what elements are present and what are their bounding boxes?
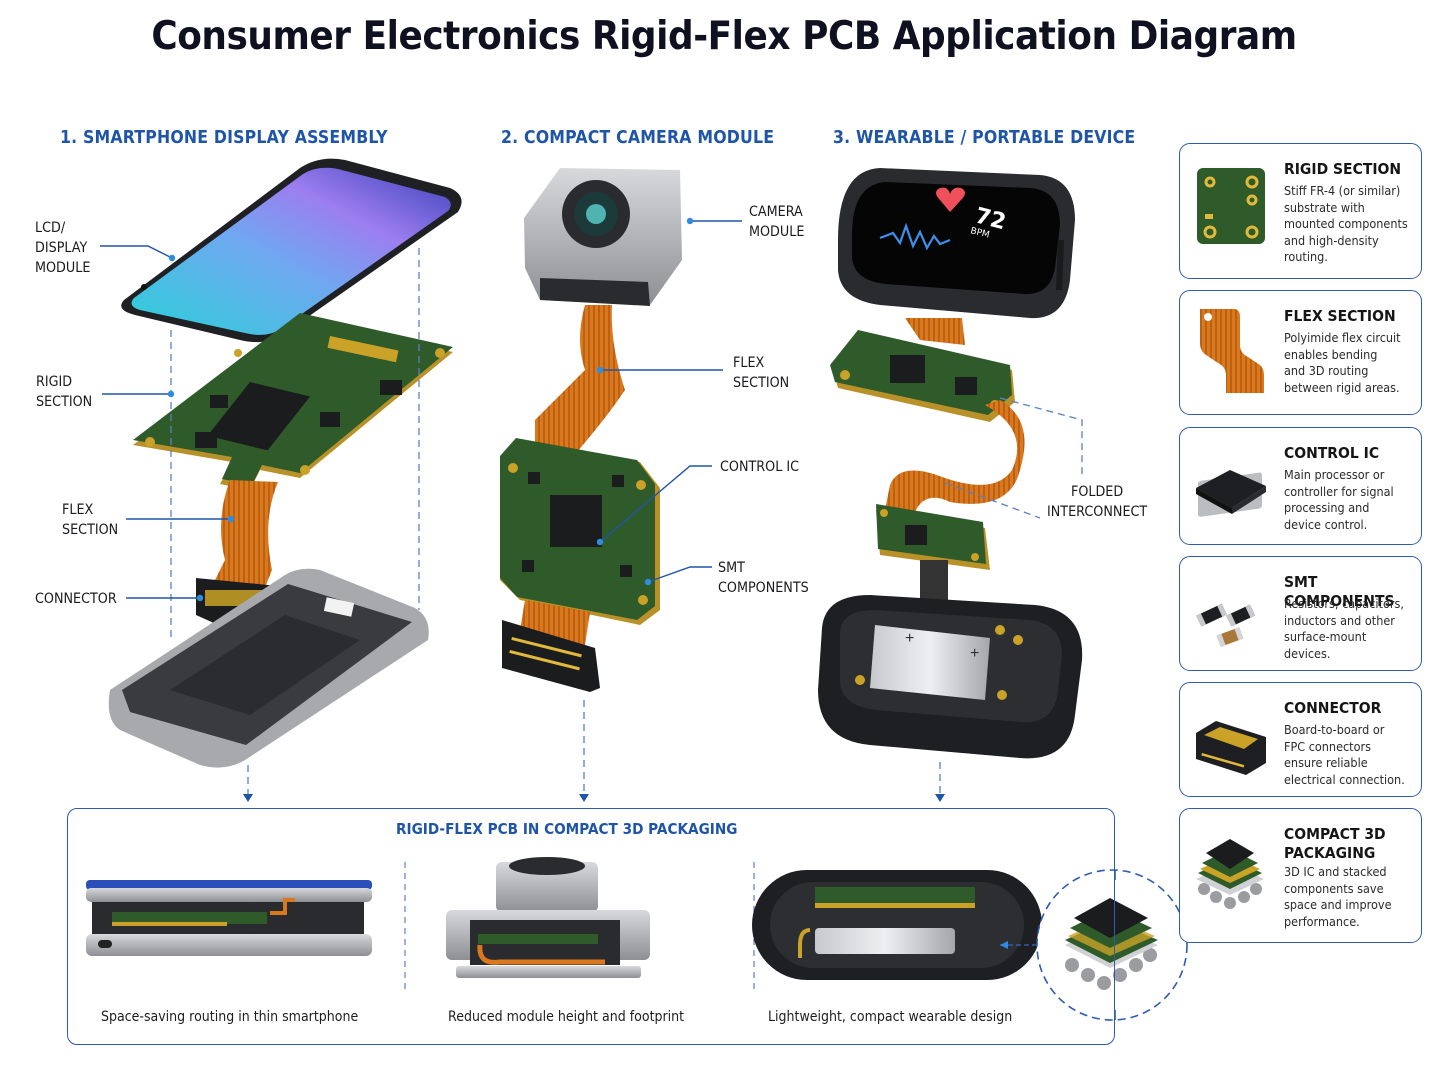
- legend-card-compact-3d-packaging: COMPACT 3D PACKAGING 3D IC and stacked c…: [1179, 808, 1422, 943]
- legend-card-connector: CONNECTOR Board-to-board or FPC connecto…: [1179, 682, 1422, 797]
- thin-smartphone-cross-section: [86, 880, 372, 956]
- callout-lcd-display-module: LCD/ DISPLAY MODULE: [35, 220, 91, 276]
- heart-icon: [936, 187, 965, 212]
- legend-card-rigid-section: RIGID SECTION Stiff FR-4 (or similar) su…: [1179, 143, 1422, 279]
- section-heading-smartphone: 1. SMARTPHONE DISPLAY ASSEMBLY: [60, 128, 388, 148]
- callout-camera-flex-section: FLEX SECTION: [733, 355, 790, 391]
- legend-title: CONNECTOR: [1284, 699, 1382, 717]
- bpm-unit: BPM: [969, 226, 990, 240]
- legend-title: CONTROL IC: [1284, 444, 1380, 462]
- section-heading-wearable: 3. WEARABLE / PORTABLE DEVICE: [833, 128, 1136, 148]
- connector-icon: [1196, 721, 1266, 775]
- legend-title: FLEX SECTION: [1284, 307, 1396, 325]
- wearable-bottom-pcb: [876, 504, 990, 570]
- legend-description: Main processor or controller for signal …: [1284, 468, 1394, 533]
- heartbeat-wave: [879, 222, 951, 251]
- legend-description: Board-to-board or FPC connectors ensure …: [1284, 723, 1405, 788]
- callout-folded-interconnect: FOLDED INTERCONNECT: [1047, 484, 1148, 520]
- compact-packaging-panel: [67, 808, 1115, 1045]
- camera-cross-section: [446, 857, 650, 978]
- battery: [870, 625, 990, 700]
- smt-components-icon: [1196, 603, 1255, 647]
- legend-description: Resistors, capacitors, inductors and oth…: [1284, 597, 1404, 662]
- legend-description: Polyimide flex circuit enables bending a…: [1284, 331, 1401, 396]
- wearable-cross-section: [752, 870, 1042, 980]
- callout-flex-section: FLEX SECTION: [62, 502, 119, 538]
- flex-circuit-icon: [1200, 309, 1264, 393]
- wearable-case: ++: [818, 595, 1083, 759]
- callout-camera-module: CAMERA MODULE: [749, 204, 805, 240]
- smartphone-display-module: [121, 158, 462, 343]
- callout-rigid-section: RIGID SECTION: [36, 374, 93, 410]
- camera-connector: [502, 620, 600, 692]
- legend-description: Stiff FR-4 (or similar) substrate with m…: [1284, 184, 1408, 266]
- camera-flex-cable: [535, 305, 625, 460]
- legend-description: 3D IC and stacked components save space …: [1284, 865, 1392, 930]
- caption-wearable: Lightweight, compact wearable design: [768, 1009, 1013, 1025]
- legend-title: COMPACT 3D PACKAGING: [1284, 825, 1386, 862]
- legend-title: RIGID SECTION: [1284, 160, 1402, 178]
- stacked-package-zoom: [1000, 869, 1188, 1021]
- wearable-top-pcb: [830, 330, 1015, 422]
- wearable-ribbon: [920, 560, 948, 605]
- caption-thin-smartphone: Space-saving routing in thin smartphone: [101, 1009, 359, 1025]
- legend-title: SMT COMPONENTS: [1284, 573, 1395, 610]
- camera-rigid-pcb: [500, 438, 660, 625]
- stacked-package-icon: [1196, 839, 1264, 909]
- legend-card-control-ic: CONTROL IC Main processor or controller …: [1179, 427, 1422, 545]
- section-heading-camera: 2. COMPACT CAMERA MODULE: [501, 128, 775, 148]
- callout-connector: CONNECTOR: [35, 591, 117, 607]
- smartphone-flex-cable: [210, 480, 278, 600]
- svg-text:+: +: [970, 645, 979, 662]
- camera-module: [524, 168, 682, 306]
- caption-camera-module: Reduced module height and footprint: [448, 1009, 685, 1025]
- chip-icon: [1196, 470, 1266, 517]
- page-title: Consumer Electronics Rigid-Flex PCB Appl…: [151, 14, 1297, 59]
- smartphone-rigid-pcb: [133, 313, 453, 490]
- compact-packaging-title: RIGID-FLEX PCB IN COMPACT 3D PACKAGING: [396, 820, 738, 838]
- callout-control-ic: CONTROL IC: [720, 459, 800, 475]
- smartwatch-display: 72 BPM: [838, 168, 1075, 319]
- svg-text:+: +: [905, 630, 914, 647]
- legend-card-smt-components: SMT COMPONENTS Resistors, capacitors, in…: [1179, 556, 1422, 671]
- legend-card-flex-section: FLEX SECTION Polyimide flex circuit enab…: [1179, 290, 1422, 415]
- folded-flex-interconnect: [885, 400, 1025, 512]
- smartphone-frame: [108, 568, 429, 768]
- callout-smt-components: SMT COMPONENTS: [718, 560, 809, 596]
- rigid-board-icon: [1197, 168, 1265, 244]
